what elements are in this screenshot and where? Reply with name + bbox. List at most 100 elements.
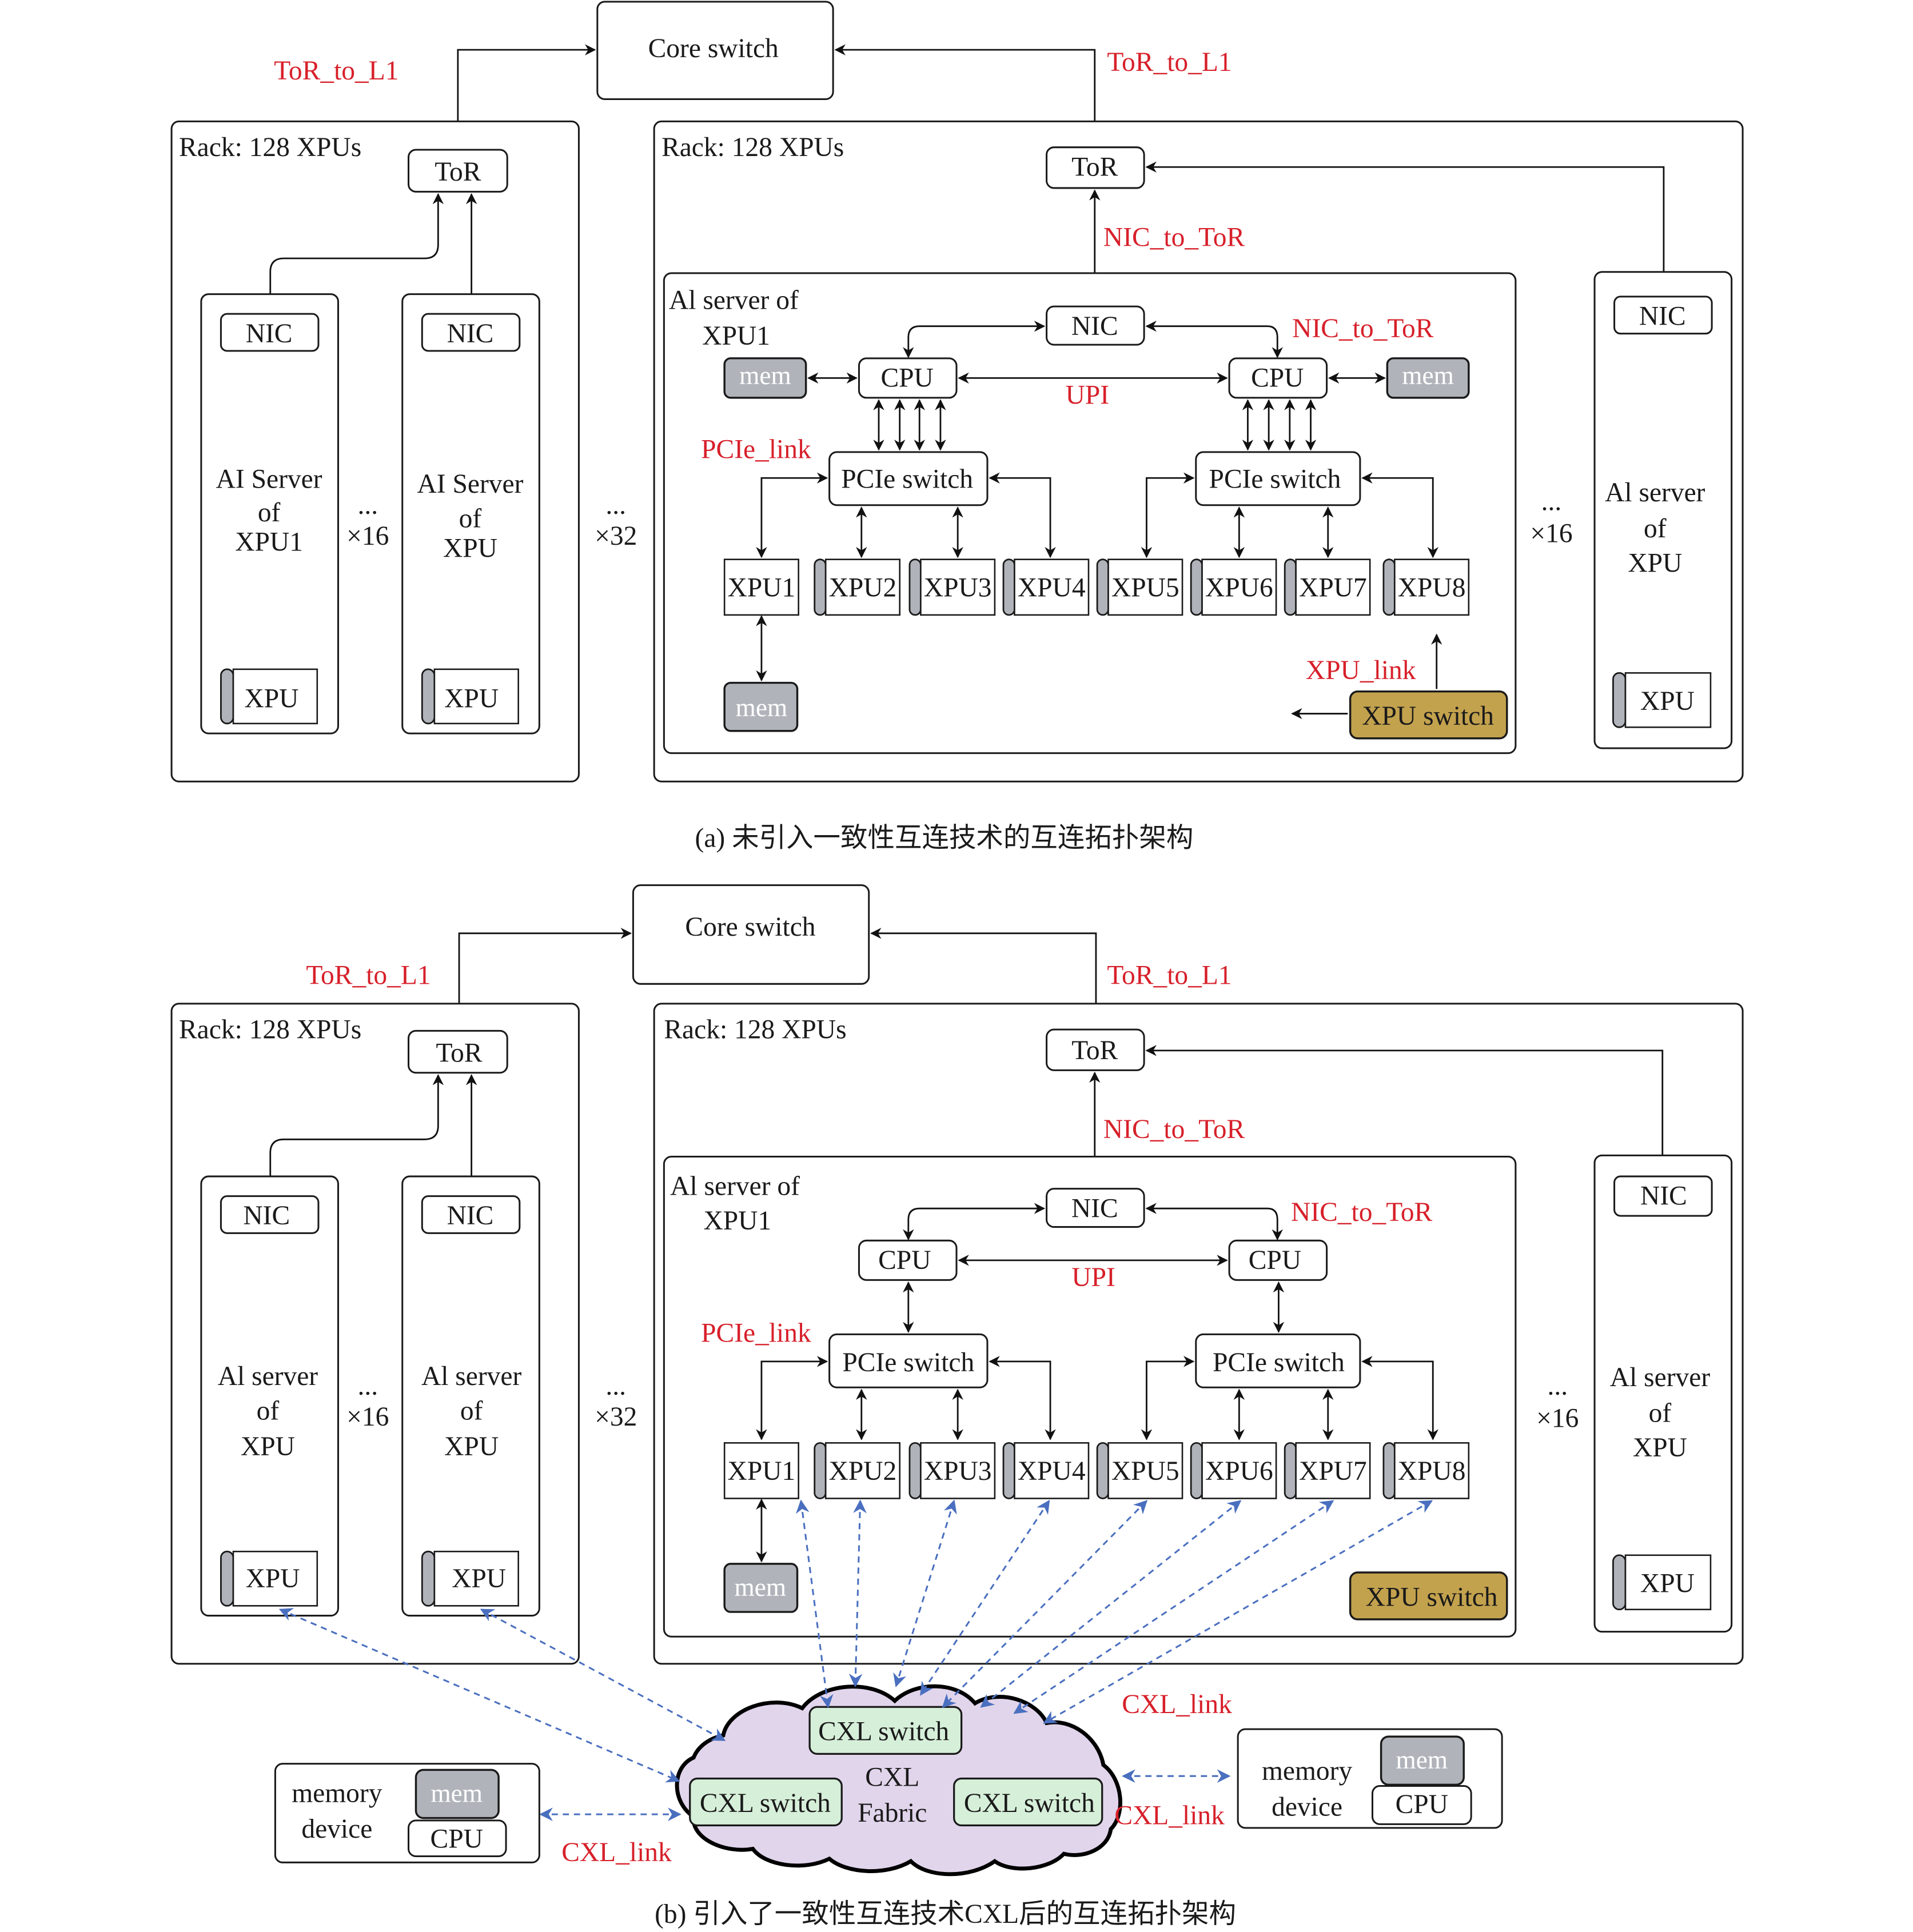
ellipsis: ...	[1541, 486, 1562, 516]
xpu-box	[824, 1442, 900, 1499]
pcie-switch-label: PCIe switch	[842, 1348, 974, 1378]
xpu-label: XPU5	[1111, 573, 1179, 602]
nic-label: NIC	[246, 319, 293, 349]
xpu-side-bar	[1284, 558, 1297, 616]
link-label-pcie: PCIe_link	[701, 435, 811, 465]
mem-right-box	[1386, 357, 1470, 399]
mem-box	[1380, 1735, 1465, 1786]
memory-device-name: device	[301, 1814, 372, 1844]
xpu-side-bar	[1096, 1442, 1109, 1499]
xpu-side-bar	[1002, 1442, 1015, 1499]
xpu-side-bar	[1284, 1442, 1297, 1499]
mem-box	[415, 1769, 500, 1819]
cpu-left-box	[858, 1239, 958, 1281]
xpu-label: XPU7	[1299, 1456, 1367, 1486]
link-label-tor-to-l1-left: ToR_to_L1	[306, 960, 431, 990]
multiplier: ×16	[1536, 1403, 1579, 1433]
server-name-line: XPU	[241, 1432, 295, 1462]
link-nic-cpu-left	[903, 1203, 1046, 1241]
left-rack: Rack: 128 XPUs ToR NIC AI Server of XPU1…	[170, 120, 580, 783]
xpu-switch-box	[1349, 690, 1508, 740]
cpu-box	[408, 1819, 507, 1858]
tor-label: ToR	[436, 1038, 482, 1068]
cxl-link-xpu4	[893, 1499, 957, 1687]
nic-box	[1046, 1188, 1145, 1228]
pcie-switch-left	[828, 451, 989, 506]
link-label-nic-to-tor: NIC_to_ToR	[1103, 1115, 1245, 1144]
xpu-label: XPU	[246, 1564, 300, 1594]
multiplier: ×16	[1530, 518, 1572, 548]
cpu-label: CPU	[878, 1246, 931, 1275]
core-switch-label: Core switch	[648, 34, 779, 63]
tor-label: ToR	[1071, 1036, 1118, 1065]
cpu-label: CPU	[1251, 363, 1304, 393]
tor-label: ToR	[1071, 152, 1118, 182]
nic-label: NIC	[447, 1201, 494, 1231]
link-right-tor-core	[870, 928, 1102, 1031]
xpu-box	[723, 558, 799, 616]
ellipsis: ...	[357, 1371, 378, 1401]
memory-device-name: memory	[1262, 1757, 1353, 1786]
ai-server-1: NIC AI Server of XPU1 XPU	[200, 293, 339, 735]
ai-server-detail: Al server of XPU1 NIC NIC_to_ToR CPU CPU…	[663, 1156, 1517, 1638]
xpu1-mem-box	[723, 681, 799, 732]
server-name-line: Al server	[421, 1362, 522, 1391]
cxl-fabric: CXL switch CXL switch CXL switch CXL Fab…	[675, 1684, 1122, 1877]
nic-box	[1046, 305, 1145, 346]
xpu-label: XPU2	[829, 1456, 897, 1486]
server-name-line: Al server	[1605, 478, 1705, 508]
ai-server-2: NIC Al server of XPU XPU	[401, 1175, 540, 1617]
mem-label: mem	[1402, 361, 1454, 390]
xpu-box	[1014, 558, 1090, 616]
xpu-box	[920, 558, 996, 616]
mem-label: mem	[1396, 1746, 1448, 1774]
mem-label: mem	[431, 1779, 483, 1808]
memory-device-left: memory device mem CPU	[274, 1763, 540, 1863]
cxl-switch-left	[689, 1777, 843, 1827]
tor-label: ToR	[435, 157, 481, 187]
xpu-box	[1201, 1442, 1277, 1499]
server-name-line: of	[257, 1396, 280, 1426]
xpu-side-bar	[1002, 558, 1015, 616]
xpu-label: XPU3	[924, 573, 992, 602]
memory-device-name: device	[1272, 1792, 1342, 1822]
xpu-label: XPU7	[1299, 573, 1367, 602]
cxl-link-xpu8b	[1043, 1500, 1433, 1724]
cxl-switch-top	[808, 1706, 963, 1755]
xpu-box	[1394, 1442, 1470, 1499]
xpu-label: XPU	[1640, 1569, 1695, 1599]
link-tor-other-nic	[1145, 161, 1669, 296]
xpu-side-bar	[421, 1550, 436, 1607]
nic-label: NIC	[1639, 302, 1686, 332]
pcie-xpu-links	[756, 472, 1438, 558]
xpu-label: XPU3	[924, 1456, 992, 1486]
link-tor-other-nic	[1145, 1045, 1668, 1175]
xpu-side-bar	[814, 558, 827, 616]
link-left-tor-core	[452, 44, 596, 149]
memory-device-right: memory device mem CPU	[1237, 1728, 1503, 1829]
link-nic-cpu-left	[903, 320, 1046, 358]
tor-box	[1046, 146, 1145, 189]
cxl-switch-label: CXL switch	[700, 1789, 831, 1818]
xpu-label: XPU4	[1018, 573, 1086, 602]
ai-server-other: NIC Al server of XPU XPU	[1593, 1154, 1733, 1633]
ai-server-2: NIC AI Server of XPU XPU	[401, 293, 540, 735]
xpu-box	[1394, 558, 1470, 616]
between-racks-multiplier: ×32	[595, 1402, 637, 1432]
link-label-upi: UPI	[1071, 1263, 1115, 1292]
xpu-label: XPU2	[829, 573, 897, 602]
pcie-switch-label: PCIe switch	[841, 465, 973, 494]
right-rack: Rack: 128 XPUs ToR NIC_to_ToR Al server …	[653, 1003, 1744, 1665]
cxl-link-left-xpu1	[278, 1608, 680, 1783]
xpu-side-bar	[1382, 558, 1396, 616]
cxl-fabric-title: CXL	[865, 1762, 919, 1792]
xpu-label: XPU1	[728, 573, 796, 602]
xpu-label: XPU8	[1398, 1456, 1466, 1486]
xpu-switch-label: XPU switch	[1366, 1582, 1498, 1612]
panel-a: Core switch ToR_to_L1 ToR_to_L1 Rack: 12…	[170, 1, 1744, 853]
tor-box	[1046, 1028, 1145, 1071]
xpu-switch-label: XPU switch	[1362, 701, 1494, 731]
xpu-side-bar	[908, 558, 922, 616]
